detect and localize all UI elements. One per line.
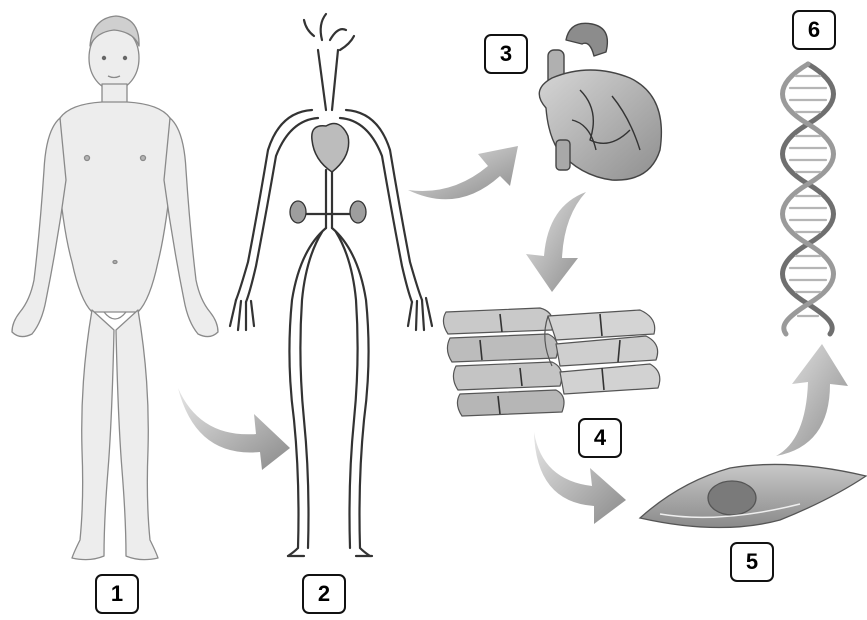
label-2: 2 [302, 574, 346, 614]
arrow-5-to-6 [776, 344, 848, 456]
circulatory-system-icon [230, 14, 432, 556]
dna-icon [783, 64, 834, 334]
arrow-3-to-4 [526, 192, 586, 292]
heart-icon [539, 23, 661, 180]
label-6: 6 [792, 10, 836, 50]
cardiac-tissue-icon [443, 308, 659, 416]
human-body-icon [12, 16, 218, 560]
arrow-1-to-2 [178, 388, 290, 470]
label-1: 1 [95, 574, 139, 614]
label-4: 4 [578, 418, 622, 458]
body-heart-icon [312, 124, 349, 172]
label-3: 3 [484, 34, 528, 74]
muscle-cell-icon [640, 464, 866, 527]
kidneys-icon [290, 201, 366, 223]
arrow-2-to-3 [408, 146, 518, 199]
label-5: 5 [730, 542, 774, 582]
